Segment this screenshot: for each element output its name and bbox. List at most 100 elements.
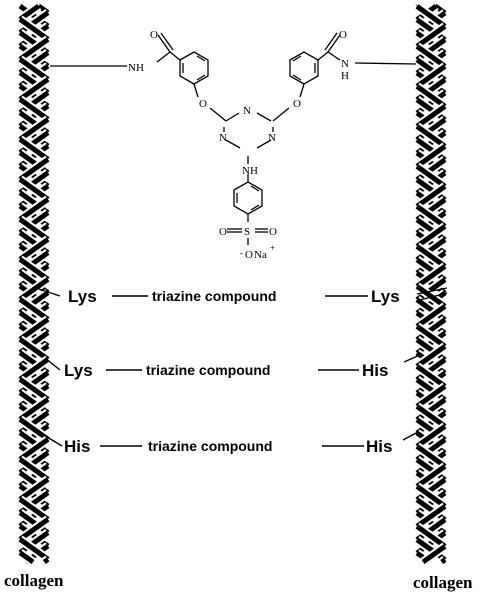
crosslink-2-left-residue: Lys	[64, 361, 93, 380]
sulfur-atom: S	[244, 226, 250, 238]
helix-strand-segment	[415, 17, 447, 42]
helix-strand-segment	[415, 244, 447, 269]
sulfanilate-inner-bond-3	[250, 204, 260, 211]
helix-strand-segment	[18, 237, 50, 262]
helix-strand-segment	[415, 384, 447, 409]
helix-strand-segment	[415, 424, 447, 449]
crosslink-3-left-stub	[41, 433, 63, 447]
helix-strand-segment	[18, 310, 50, 335]
helix-strand-segment	[415, 324, 447, 349]
crosslink-3-left-residue: His	[64, 437, 90, 456]
triazine-nitrogen-left: N	[219, 132, 227, 144]
crosslink-2-right-residue: His	[362, 361, 388, 380]
helix-strand-segment	[18, 377, 50, 402]
helix-strand-segment	[415, 210, 447, 236]
right-amide-n-c-bond	[327, 51, 341, 61]
helix-strand-segment	[415, 404, 447, 429]
left-amide-n-c-bond	[156, 51, 171, 63]
helix-strand-segment	[18, 263, 50, 289]
sodium-plus: +	[270, 243, 275, 253]
helix-strand-segment	[415, 444, 447, 469]
helix-strand-segment	[18, 123, 50, 149]
helix-strand-segment	[18, 270, 50, 295]
sodium-counterion: Na	[254, 249, 267, 261]
helix-strand-segment	[415, 217, 447, 242]
helix-strand-segment	[415, 337, 447, 362]
sulfonate-oxygen: O	[245, 249, 253, 261]
crosslink-1-left-stub	[32, 286, 61, 297]
sulfonyl-oxygen-right: O	[269, 226, 277, 238]
helix-strand-segment	[415, 4, 447, 29]
helix-strand-segment	[18, 363, 50, 389]
helix-strand-segment	[18, 110, 50, 135]
helix-strand-segment	[18, 303, 50, 329]
helix-strand-segment	[415, 64, 447, 89]
helix-strand-segment	[415, 290, 447, 316]
sulfanilate-inner-bond-2	[250, 185, 260, 192]
helix-strand-segment	[415, 364, 447, 389]
crosslink-2-compound: triazine compound	[146, 362, 270, 378]
helix-strand-segment	[18, 217, 50, 242]
helix-strand-segment	[18, 50, 50, 75]
helix-strand-segment	[18, 437, 50, 462]
helix-strand-segment	[415, 77, 447, 102]
helix-strand-segment	[18, 450, 50, 475]
helix-strand-segment	[18, 103, 50, 129]
helix-strand-segment	[18, 463, 50, 489]
helix-strand-segment	[18, 157, 50, 182]
helix-strand-segment	[415, 70, 447, 96]
helix-strand-segment	[18, 183, 50, 209]
helix-strand-segment	[415, 457, 447, 482]
helix-strand-segment	[18, 277, 50, 302]
helix-strand-segment	[18, 357, 50, 382]
helix-strand-segment	[415, 24, 447, 49]
crosslink-3-compound: triazine compound	[148, 438, 272, 454]
helix-strand-segment	[415, 264, 447, 289]
right-amide-h: H	[341, 70, 349, 82]
helix-strand-segment	[18, 83, 50, 109]
helix-strand-segment	[18, 23, 50, 49]
helix-strand-segment	[415, 50, 447, 76]
helix-strand-segment	[421, 544, 447, 565]
right-benzene-ring	[289, 51, 319, 85]
left-ether-oxygen: O	[199, 98, 207, 110]
helix-strand-segment	[415, 30, 447, 56]
helix-strand-segment	[18, 230, 50, 255]
helix-strand-segment	[415, 497, 447, 522]
helix-strand-segment	[415, 277, 447, 302]
helix-strand-segment	[415, 377, 447, 402]
left-benzene-ring	[179, 51, 209, 85]
helix-strand-segment	[18, 350, 50, 375]
helix-strand-segment	[415, 137, 447, 162]
helix-strand-segment	[415, 97, 447, 122]
left-amide-ring-bond	[169, 51, 181, 61]
helix-strand-segment	[415, 204, 447, 229]
helix-strand-segment	[415, 437, 447, 462]
left-collagen-label: collagen	[4, 571, 64, 590]
helix-strand-segment	[18, 63, 50, 89]
helix-strand-segment	[415, 524, 447, 549]
helix-strand-segment	[415, 117, 447, 142]
helix-strand-segment	[18, 137, 50, 162]
helix-strand-segment	[18, 550, 35, 565]
right-benzene-inner-bond-3	[292, 74, 302, 81]
helix-strand-segment	[18, 343, 50, 369]
helix-strand-segment	[18, 323, 50, 349]
helix-strand-segment	[18, 177, 50, 202]
helix-strand-segment	[18, 417, 50, 442]
helix-strand-segment	[18, 490, 50, 515]
helix-strand-segment	[415, 250, 447, 276]
helix-strand-segment	[18, 297, 50, 322]
helix-strand-segment	[18, 243, 50, 269]
left-benzene-inner-bond-3	[196, 74, 206, 81]
helix-strand-segment	[18, 10, 50, 35]
helix-strand-segment	[415, 284, 447, 309]
left-ether-bond-2	[209, 107, 227, 122]
helix-strand-segment	[18, 210, 50, 235]
helix-strand-segment	[18, 370, 50, 395]
triazine-bond-5	[225, 139, 241, 149]
helix-strand-segment	[18, 317, 50, 342]
helix-strand-segment	[415, 510, 447, 536]
left-carbonyl-double-bond	[160, 32, 174, 51]
helix-strand-segment	[18, 37, 50, 62]
